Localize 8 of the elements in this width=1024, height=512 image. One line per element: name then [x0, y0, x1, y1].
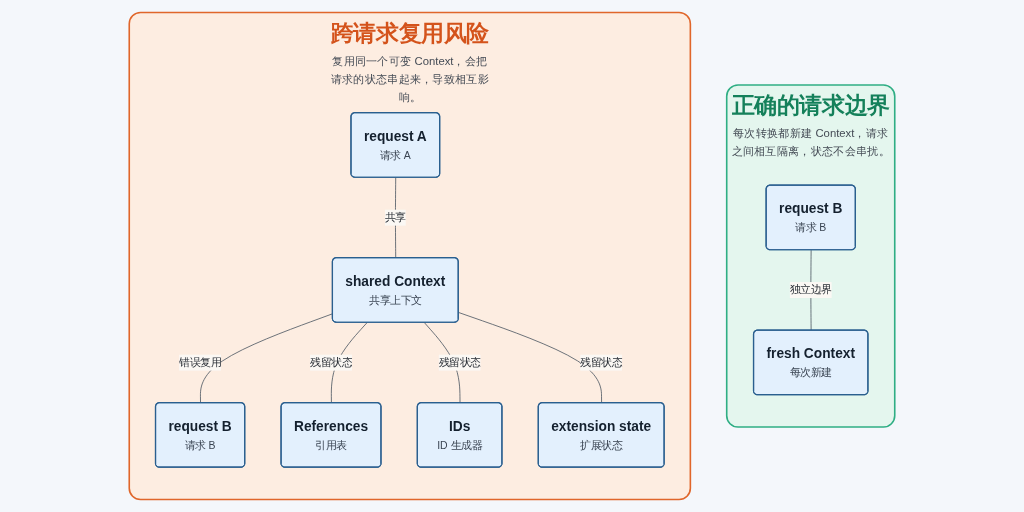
edge-label: 共享 — [384, 211, 406, 224]
edge-label: 残留状态 — [310, 356, 353, 369]
connector — [458, 312, 602, 404]
edge-label: 独立边界 — [789, 283, 832, 296]
edge-label: 错误复用 — [179, 356, 222, 369]
edge-label: 残留状态 — [580, 356, 623, 369]
connector — [395, 177, 397, 259]
edge-label: 残留状态 — [438, 356, 481, 369]
